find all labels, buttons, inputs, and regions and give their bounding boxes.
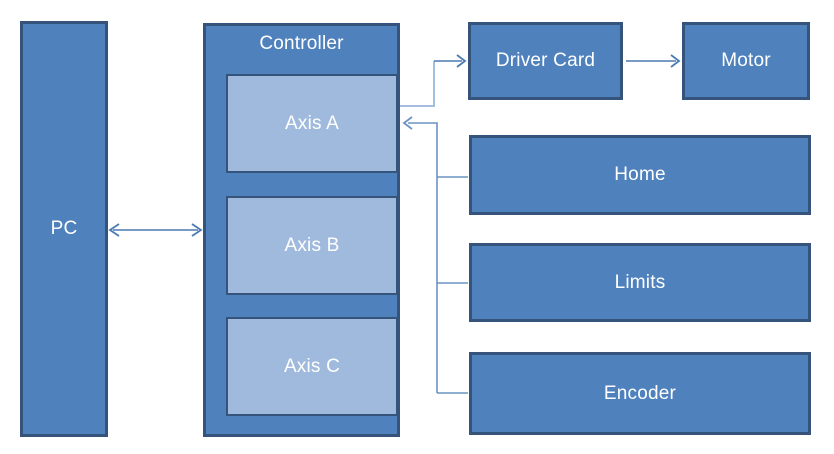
node-home: Home — [469, 135, 811, 215]
node-encoder-label: Encoder — [603, 382, 677, 404]
node-axis-c: Axis C — [226, 317, 398, 416]
node-axis-b: Axis B — [226, 196, 398, 295]
node-axis-a: Axis A — [226, 74, 398, 173]
node-axis-b-label: Axis B — [284, 234, 340, 256]
node-home-label: Home — [614, 164, 666, 185]
arrowhead-right-icon — [191, 223, 203, 237]
arrowhead-right-icon — [456, 54, 467, 68]
node-limits-label: Limits — [614, 271, 666, 293]
node-pc: PC — [20, 21, 108, 437]
arrowhead-left-icon — [108, 223, 120, 237]
connector-axis-a-driver-card-elbow — [400, 61, 435, 107]
node-axis-c-label: Axis C — [283, 355, 341, 377]
node-motor-label: Motor — [721, 50, 771, 71]
node-driver-card-label: Driver Card — [495, 50, 596, 71]
arrowhead-right-icon — [670, 54, 681, 68]
connector-feedback-bus — [408, 122, 438, 393]
node-axis-a-label: Axis A — [285, 112, 339, 134]
node-controller-label: Controller — [259, 33, 344, 54]
node-limits: Limits — [469, 243, 811, 322]
node-pc-label: PC — [50, 218, 78, 239]
node-encoder: Encoder — [469, 352, 811, 435]
arrowhead-left-icon — [402, 116, 413, 130]
node-driver-card: Driver Card — [468, 22, 623, 100]
node-motor: Motor — [682, 22, 810, 100]
